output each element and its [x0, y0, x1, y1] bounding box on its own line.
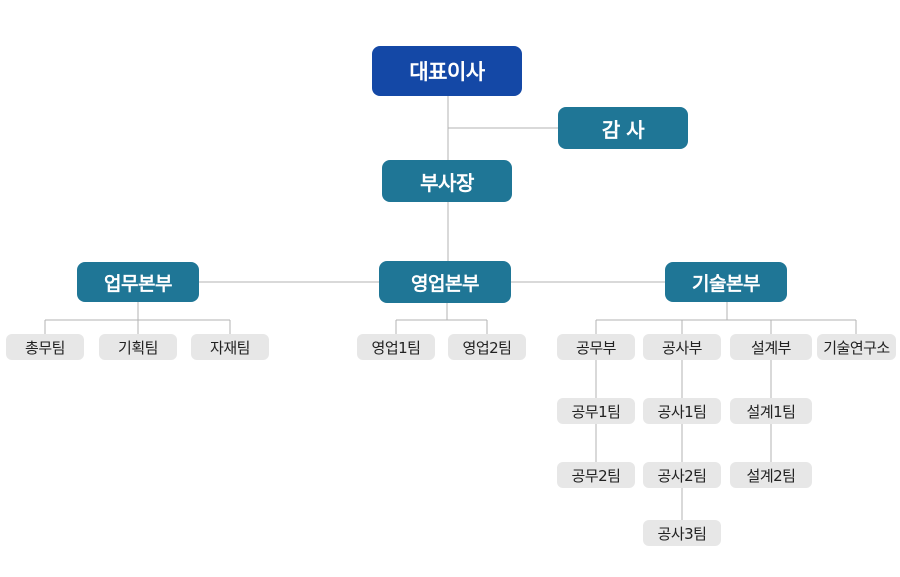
auditor-box: 감 사 — [558, 107, 688, 149]
department-box: 공사부 — [643, 334, 721, 360]
team-box: 공사1팀 — [643, 398, 721, 424]
team-box: 자재팀 — [191, 334, 269, 360]
department-box: 기술연구소 — [817, 334, 896, 360]
team-box: 영업2팀 — [448, 334, 526, 360]
team-box: 총무팀 — [6, 334, 84, 360]
division-box-sales: 영업본부 — [379, 261, 511, 303]
team-box: 설계2팀 — [730, 462, 812, 488]
division-box-technology: 기술본부 — [665, 262, 787, 302]
department-box: 설계부 — [730, 334, 812, 360]
team-box: 공무1팀 — [557, 398, 635, 424]
division-box-business: 업무본부 — [77, 262, 199, 302]
team-box: 영업1팀 — [357, 334, 435, 360]
ceo-box: 대표이사 — [372, 46, 522, 96]
team-box: 설계1팀 — [730, 398, 812, 424]
team-box: 기획팀 — [99, 334, 177, 360]
vice-president-box: 부사장 — [382, 160, 512, 202]
team-box: 공무2팀 — [557, 462, 635, 488]
team-box: 공사3팀 — [643, 520, 721, 546]
team-box: 공사2팀 — [643, 462, 721, 488]
department-box: 공무부 — [557, 334, 635, 360]
